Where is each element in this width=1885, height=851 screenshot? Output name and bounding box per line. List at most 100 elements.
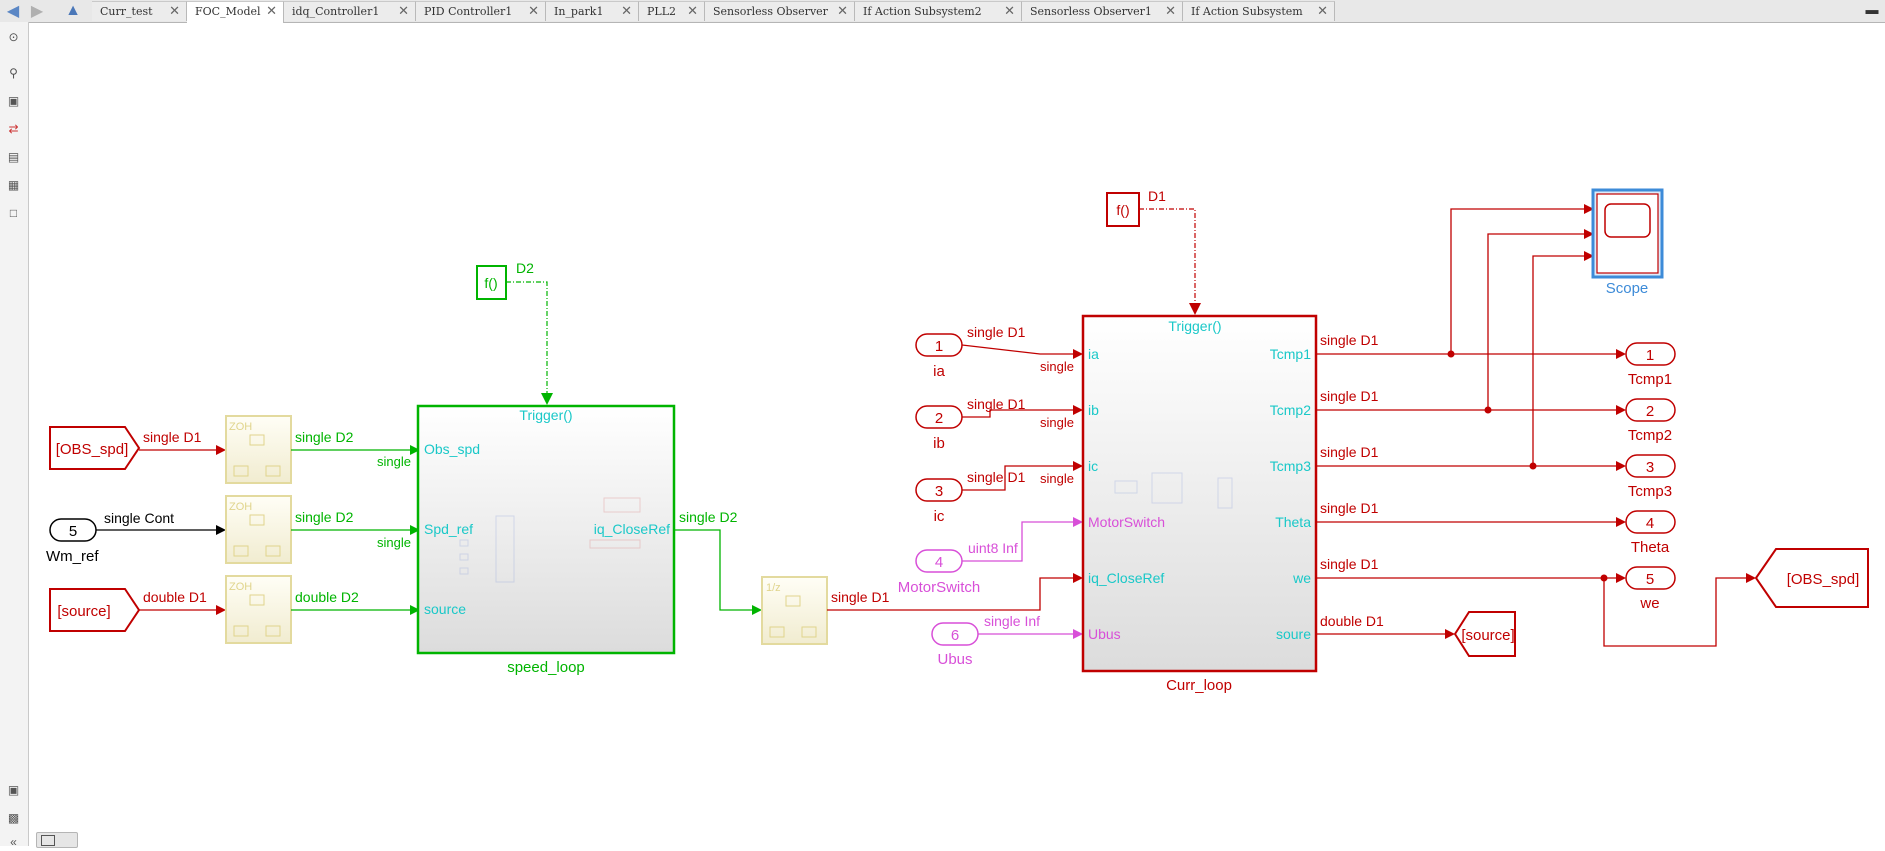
forward-arrow-icon[interactable]: ▶ bbox=[30, 3, 44, 20]
inport-ubus[interactable]: 6 bbox=[931, 622, 979, 646]
scope-block[interactable] bbox=[1591, 188, 1664, 279]
port-label: MotorSwitch bbox=[1088, 514, 1165, 530]
close-icon[interactable]: ✕ bbox=[687, 3, 698, 18]
port-label: iq_CloseRef bbox=[1088, 570, 1164, 586]
close-icon[interactable]: ✕ bbox=[169, 3, 180, 18]
tab-sensorless-observer1[interactable]: Sensorless Observer1 ✕ bbox=[1022, 1, 1183, 21]
subsystem-preview bbox=[459, 497, 641, 583]
zoh-block-2[interactable]: ZOH bbox=[225, 495, 292, 564]
tab-if-action-subsystem2[interactable]: If Action Subsystem2✕ bbox=[855, 1, 1022, 21]
model-canvas[interactable]: [OBS_spd] 5 Wm_ref [source] single D1 si… bbox=[29, 22, 1885, 846]
annotation-icon[interactable]: ▤ bbox=[7, 150, 20, 164]
outport-tcmp2[interactable]: 2 bbox=[1625, 398, 1676, 422]
trigger-port-label: Trigger() bbox=[519, 407, 572, 423]
function-call-generator-d2[interactable]: f() bbox=[476, 265, 507, 300]
tab-list-menu-icon[interactable]: ▬ bbox=[1865, 2, 1879, 17]
tab-bar: ◀ ▶ ▲ Curr_test✕ FOC_Model✕ idq_Controll… bbox=[0, 0, 1885, 23]
signal-label: single Cont bbox=[104, 510, 174, 526]
outport-tcmp3[interactable]: 3 bbox=[1625, 454, 1676, 478]
goto-label: [source] bbox=[1461, 627, 1514, 644]
from-obs-spd-left[interactable]: [OBS_spd] bbox=[49, 426, 141, 470]
outport-tcmp1[interactable]: 1 bbox=[1625, 342, 1676, 366]
port-label: ic bbox=[1088, 458, 1098, 474]
tab-idq-controller1[interactable]: idq_Controller1✕ bbox=[284, 1, 416, 21]
close-icon[interactable]: ✕ bbox=[621, 3, 632, 18]
signal-label: single D1 bbox=[967, 396, 1026, 412]
screenshot-icon[interactable]: ▣ bbox=[7, 783, 20, 797]
signal-label: double D2 bbox=[295, 589, 359, 605]
inport-ia[interactable]: 1 bbox=[915, 333, 963, 357]
signal-label: single D1 bbox=[967, 469, 1026, 485]
goto-obs-spd-right[interactable]: [OBS_spd] bbox=[1754, 548, 1869, 608]
tab-foc-model[interactable]: FOC_Model✕ bbox=[187, 1, 284, 23]
outport-theta[interactable]: 4 bbox=[1625, 510, 1676, 534]
signal-label: single D1 bbox=[1320, 444, 1379, 460]
port-label: soure bbox=[1276, 626, 1311, 642]
signal-label: single D2 bbox=[295, 509, 354, 525]
port-label: Theta bbox=[1275, 514, 1311, 530]
collapse-icon[interactable]: « bbox=[10, 835, 17, 849]
speed-loop-subsystem[interactable]: Trigger() Obs_spd Spd_ref source iq_Clos… bbox=[416, 404, 676, 655]
view-tab-icon[interactable] bbox=[41, 835, 55, 846]
block-name: Scope bbox=[1606, 280, 1649, 297]
port-label: we bbox=[1292, 570, 1311, 586]
block-name: speed_loop bbox=[507, 659, 585, 676]
port-label: Tcmp3 bbox=[1270, 458, 1311, 474]
tab-curr-test[interactable]: Curr_test✕ bbox=[92, 1, 187, 21]
tab-label: Sensorless Observer1 bbox=[1030, 5, 1152, 18]
port-number: 2 bbox=[935, 410, 943, 427]
close-icon[interactable]: ✕ bbox=[1317, 3, 1328, 18]
zoom-icon[interactable]: ⚲ bbox=[9, 66, 18, 80]
port-label: Obs_spd bbox=[424, 441, 480, 457]
unit-delay-block[interactable]: 1/z bbox=[761, 576, 828, 645]
goto-source-right[interactable]: [source] bbox=[1453, 611, 1516, 657]
signal-label: single D2 bbox=[295, 429, 354, 445]
fit-view-icon[interactable]: ▣ bbox=[7, 94, 20, 108]
tab-sensorless-observer[interactable]: Sensorless Observer✕ bbox=[705, 1, 855, 21]
model-browser-icon[interactable]: ▩ bbox=[7, 811, 20, 825]
diagram-svg: [OBS_spd] 5 Wm_ref [source] single D1 si… bbox=[46, 188, 1869, 694]
outport-we[interactable]: 5 bbox=[1625, 566, 1676, 590]
signal-icon[interactable]: ⇄ bbox=[8, 122, 19, 136]
tab-pid-controller1[interactable]: PID Controller1 ✕ bbox=[416, 1, 546, 21]
inport-ib[interactable]: 2 bbox=[915, 405, 963, 429]
inport-ic[interactable]: 3 bbox=[915, 478, 963, 502]
close-icon[interactable]: ✕ bbox=[266, 3, 277, 18]
signal-label: single D1 bbox=[1320, 388, 1379, 404]
zoh-block-1[interactable]: ZOH bbox=[225, 415, 292, 484]
port-label: iq_CloseRef bbox=[594, 521, 670, 537]
tab-label: If Action Subsystem bbox=[1191, 5, 1303, 18]
tab-pll2[interactable]: PLL2✕ bbox=[639, 1, 705, 21]
inport-name: MotorSwitch bbox=[898, 579, 981, 596]
close-icon[interactable]: ✕ bbox=[1165, 3, 1176, 18]
curr-loop-subsystem[interactable]: Trigger() ia ib ic MotorSwitch iq_CloseR… bbox=[1081, 314, 1318, 673]
signal-label: single D1 bbox=[967, 324, 1026, 340]
inport-name: ia bbox=[933, 363, 945, 380]
close-icon[interactable]: ✕ bbox=[528, 3, 539, 18]
close-icon[interactable]: ✕ bbox=[1004, 3, 1015, 18]
inport-motorswitch[interactable]: 4 bbox=[915, 549, 963, 573]
close-icon[interactable]: ✕ bbox=[837, 3, 848, 18]
port-number: 4 bbox=[935, 554, 943, 571]
close-icon[interactable]: ✕ bbox=[398, 3, 409, 18]
image-icon[interactable]: ▦ bbox=[7, 178, 20, 192]
back-arrow-icon[interactable]: ◀ bbox=[6, 3, 20, 20]
from-source-left[interactable]: [source] bbox=[49, 588, 141, 632]
port-number: 5 bbox=[1646, 571, 1654, 588]
port-type-label: single bbox=[1040, 471, 1074, 486]
from-label: [OBS_spd] bbox=[56, 441, 129, 458]
tab-label: PID Controller1 bbox=[424, 5, 513, 18]
port-number: 3 bbox=[1646, 459, 1654, 476]
inport-wm-ref[interactable]: 5 bbox=[49, 518, 97, 542]
inport-name: Ubus bbox=[937, 651, 972, 668]
up-to-parent-icon[interactable]: ▲ bbox=[65, 2, 81, 19]
function-call-generator-d1[interactable]: f() bbox=[1106, 192, 1140, 227]
zoh-block-3[interactable]: ZOH bbox=[225, 575, 292, 644]
hide-show-icon[interactable]: ⊙ bbox=[8, 30, 19, 44]
area-icon[interactable]: □ bbox=[9, 206, 18, 220]
port-type-label: single bbox=[1040, 359, 1074, 374]
outport-name: Theta bbox=[1631, 539, 1670, 556]
tab-in-park1[interactable]: In_park1✕ bbox=[546, 1, 639, 21]
port-label: ia bbox=[1088, 346, 1099, 362]
tab-if-action-subsystem[interactable]: If Action Subsystem ✕ bbox=[1183, 1, 1335, 21]
